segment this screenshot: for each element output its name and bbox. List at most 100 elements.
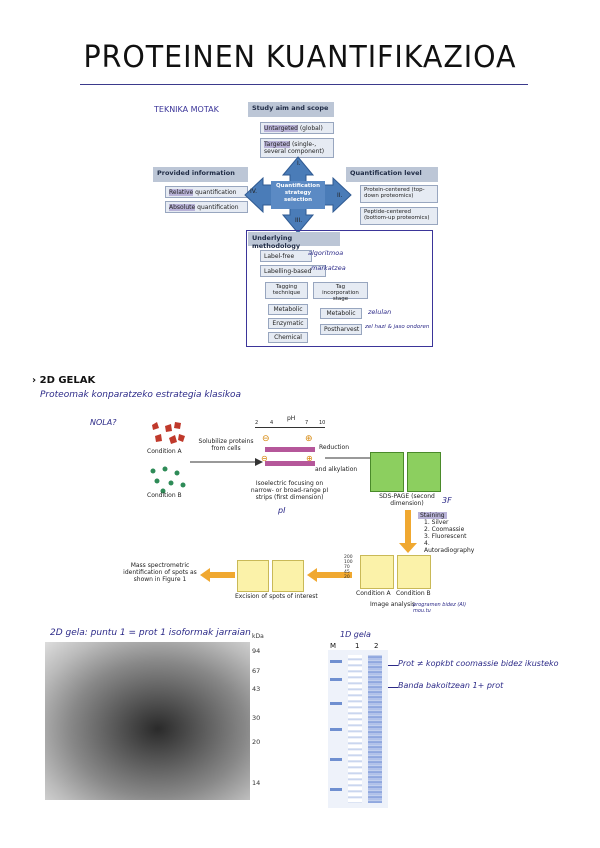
excised-gel-a (237, 560, 269, 592)
marker-67: 67 (252, 667, 261, 675)
nola-note: NOLA? (90, 418, 117, 427)
plus-icon: ⊕ (305, 434, 313, 444)
note-postharvest: zel hazi & jaso ondoren (365, 324, 430, 330)
gel2d-photo (45, 642, 250, 800)
marker-43: 43 (252, 685, 261, 693)
note2-line (388, 687, 398, 688)
excised-gel-b (272, 560, 304, 592)
sds-gel-b (407, 452, 441, 492)
excision-label: Excision of spots of interest (235, 593, 318, 600)
orange-arrow-down-head (399, 543, 417, 553)
roman-3: III. (295, 217, 303, 224)
methodology-header: Underlying methodology (248, 232, 340, 250)
staining-header: Staining (418, 512, 447, 519)
section-2d-heading: › 2D GELAK (32, 375, 96, 386)
ipg-strip-1 (265, 447, 315, 452)
study-aim-header: Study aim and scope (248, 102, 334, 117)
mass-spec-label: Mass spectrometric identification of spo… (123, 562, 197, 583)
ipg-strip-2 (265, 461, 315, 466)
methodology-frame (246, 230, 433, 347)
protein-centered-box: Protein-centered (top-down proteomics) (360, 185, 438, 203)
page-title: PROTEINEN KUANTIFIKAZIOA (83, 40, 517, 75)
ph-tick-4: 4 (270, 420, 274, 426)
ph-label: pH (287, 415, 296, 422)
orange-arrow-left-1 (200, 568, 235, 582)
stain-2: 2. Coomassie (424, 526, 465, 533)
image-analysis-label: Image analysis (370, 601, 415, 608)
condition-b-label: Condition B (147, 492, 182, 499)
gel1d-note2: Banda bakoitzean 1+ prot (398, 681, 504, 690)
ph-tick-2: 2 (255, 420, 259, 426)
lane-1: 1 (355, 642, 360, 650)
metabolic2-box: Metabolic (320, 308, 362, 319)
note1-line (388, 665, 398, 666)
gel2d-caption: 2D gela: puntu 1 = prot 1 isoformak jarr… (50, 628, 251, 638)
condition-a-cells-icon (152, 422, 185, 444)
note-markatzea: markatzea (311, 264, 346, 272)
roman-1: I. (297, 160, 301, 167)
condition-b-cells-icon (150, 466, 186, 494)
gel1d-note1: Prot ≠ kopkbt coomassie bidez ikusteko (398, 659, 559, 668)
image-gel-b (397, 555, 431, 589)
postharvest-box: Postharvest (320, 324, 362, 335)
stain-1: 1. Silver (424, 519, 449, 526)
stain-4: 4. Autoradiography (424, 540, 475, 554)
orange-arrow-down (405, 510, 411, 545)
ph-tick-10: 10 (319, 420, 326, 426)
quantification-strategy-figure: TEKNIKA MOTAK Study aim and scope Untarg… (148, 97, 455, 347)
plus-icon-2: ⊕ (306, 454, 313, 463)
alkylation-label: and alkylation (315, 466, 358, 473)
tagging-box: Tagging technique (265, 282, 308, 299)
ph-scale (255, 427, 325, 428)
provided-info-header: Provided information (153, 167, 248, 182)
chemical-box: Chemical (268, 332, 308, 343)
absolute-box: Absolute quantification (165, 201, 248, 213)
untargeted-box: Untargeted (global) (260, 122, 334, 134)
image-analysis-note: programen bidez (AI) mou.tu (413, 602, 467, 614)
enzymatic-box: Enzymatic (268, 318, 308, 329)
stain-3: 3. Fluorescent (424, 533, 467, 540)
relative-box: Relative quantification (165, 186, 248, 198)
marker-20: 20 (252, 738, 261, 746)
title-underline (80, 84, 528, 85)
ief-label: Isoelectric focusing on narrow- or broad… (250, 480, 329, 501)
label-free-box: Label-free (260, 250, 312, 262)
kda-label: kDa (252, 633, 264, 640)
quant-level-header: Quantification level (346, 167, 438, 182)
image-gel-a (360, 555, 394, 589)
marker-30: 30 (252, 714, 261, 722)
arrow-to-strips (190, 458, 263, 466)
solubilize-label: Solubilize proteins from cells (198, 438, 254, 452)
labelling-box: Labelling-based (260, 265, 326, 277)
reduction-label: Reduction (319, 444, 349, 451)
minus-icon-2: ⊖ (261, 454, 268, 463)
sds-note: 3F (442, 496, 452, 505)
lane-m: M (330, 642, 337, 650)
tag-incorp-box: Tag incorporation stage (313, 282, 368, 302)
staining-list: Staining 1. Silver 2. Coomassie 3. Fluor… (418, 512, 480, 554)
note-zelulan: zelulan (368, 308, 392, 316)
sds-gel-a (370, 452, 404, 492)
2d-gel-workflow-figure: Condition A Condition B Solubilize prote… (115, 410, 480, 615)
ph-tick-7: 7 (305, 420, 309, 426)
sds-label: SDS-PAGE (second dimension) (379, 493, 435, 507)
condition-b2-label: Condition B (396, 590, 431, 597)
condition-a2-label: Condition A (356, 590, 391, 597)
marker-94: 94 (252, 647, 261, 655)
marker-14: 14 (252, 779, 261, 787)
peptide-centered-box: Peptide-centered (bottom-up proteomics) (360, 207, 438, 225)
roman-4: IV. (250, 188, 258, 195)
condition-a-label: Condition A (147, 448, 182, 455)
note-algoritmoa: algoritmoa (308, 249, 344, 257)
roman-2: II. (337, 192, 343, 199)
pi-note: pI (278, 506, 286, 515)
strategy-selection-label: Quantification strategy selection (276, 183, 320, 203)
lane-2: 2 (374, 642, 379, 650)
minus-icon: ⊖ (262, 434, 270, 444)
orange-arrow-left-2 (307, 568, 352, 582)
section-2d-subtitle: Proteomak konparatzeko estrategia klasik… (40, 390, 242, 400)
metabolic-box: Metabolic (268, 304, 308, 315)
note-teknika: TEKNIKA MOTAK (154, 105, 219, 114)
gel1d-caption: 1D gela (340, 630, 371, 639)
